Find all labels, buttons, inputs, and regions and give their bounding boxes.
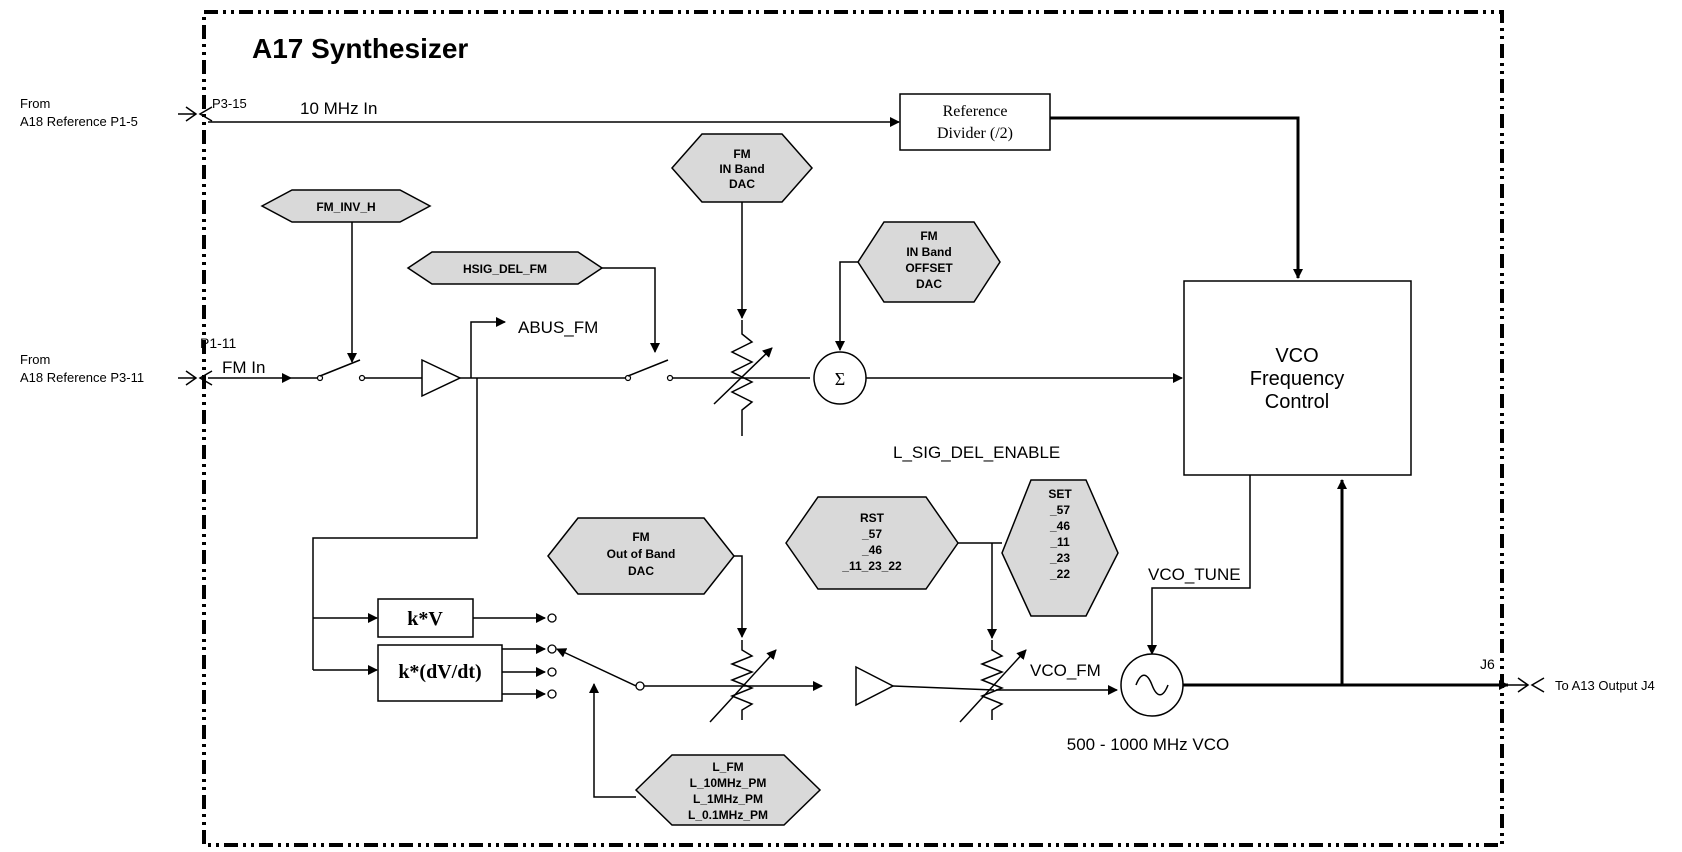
rst-line1: RST (860, 511, 885, 525)
reference-divider-line2: Divider (/2) (937, 125, 1013, 142)
fm-offset-dac-line1: FM (920, 229, 937, 243)
fm-mode-line4: L_0.1MHz_PM (688, 808, 768, 822)
vco-tune-line (1147, 475, 1251, 655)
fm-out-of-band-control-line (734, 555, 747, 638)
mode-select-terminals-icon (473, 613, 557, 699)
fm-offset-dac-control-line (835, 261, 858, 351)
vco-ctrl-line2: Frequency (1250, 368, 1345, 390)
fm-out-of-band-line2: Out of Band (607, 547, 676, 561)
mode-select-switch-icon (556, 648, 645, 691)
fm-in-pin-label: P1-11 (200, 335, 237, 351)
fm-in-connector-icon (178, 370, 213, 386)
rst-line2: _57 (861, 527, 882, 541)
fm-in-band-offset-dac-control (857, 221, 1001, 303)
rst-line3: _46 (861, 543, 882, 557)
ref-in-source-label: A18 Reference P1-5 (20, 114, 138, 129)
summing-junction-symbol: Σ (835, 369, 845, 389)
rst-line4: _11_23_22 (841, 559, 902, 573)
l-sig-del-enable-label: L_SIG_DEL_ENABLE (893, 443, 1060, 462)
fm-in-band-dac-line3: DAC (729, 177, 755, 191)
kv-block (377, 598, 474, 638)
set-line6: _22 (1049, 567, 1070, 581)
out-of-band-potentiometer-icon (709, 640, 777, 723)
ref-in-pin-label: P3-15 (212, 96, 247, 111)
set-line1: SET (1048, 487, 1072, 501)
reference-divider-box (899, 93, 1051, 151)
kdvdt-block (377, 644, 503, 702)
vco-range-label: 500 - 1000 MHz VCO (1067, 735, 1230, 754)
fm-in-signal-label: FM In (222, 358, 265, 377)
fm-offset-dac-line4: DAC (916, 277, 942, 291)
abus-fm-label: ABUS_FM (518, 318, 598, 337)
fm-offset-dac-line3: OFFSET (905, 261, 953, 275)
fm-in-band-dac-line1: FM (733, 147, 750, 161)
fm-inv-h-label: FM_INV_H (316, 200, 375, 214)
set-line5: _23 (1049, 551, 1070, 565)
fm-mode-line2: L_10MHz_PM (690, 776, 767, 790)
fm-in-from-label: From (20, 352, 50, 367)
divider-to-vco-ctrl-line (1050, 116, 1303, 279)
kv-label: k*V (407, 608, 443, 630)
synthesizer-boundary (202, 10, 1504, 847)
fm-out-of-band-line1: FM (632, 530, 649, 544)
driver-out-line (892, 685, 995, 691)
fm-out-of-band-line3: DAC (628, 564, 654, 578)
set-control (1001, 479, 1119, 617)
diagram-title: A17 Synthesizer (252, 33, 468, 64)
fm-mode-control (634, 754, 822, 826)
vco-ctrl-line1: VCO (1275, 345, 1318, 367)
output-connector-icon (1508, 677, 1545, 693)
ref-in-from-label: From (20, 96, 50, 111)
fm-in-band-dac-control (670, 133, 814, 203)
set-line3: _46 (1049, 519, 1070, 533)
signal-delay-switch-icon (624, 359, 674, 382)
ref-in-connector-icon (178, 106, 213, 122)
vco-fm-label: VCO_FM (1030, 661, 1101, 680)
fm-buffer-amplifier-icon (421, 358, 462, 398)
sine-wave-icon (1135, 674, 1169, 696)
fm-mode-line3: L_1MHz_PM (693, 792, 763, 806)
in-band-potentiometer-icon (713, 320, 773, 436)
abus-fm-tap-line (470, 317, 506, 378)
output-pin-label: J6 (1480, 656, 1495, 672)
vco-frequency-control-box (1183, 280, 1412, 476)
set-line2: _57 (1049, 503, 1070, 517)
fm-inv-h-control (260, 189, 432, 223)
hsig-del-fm-label: HSIG_DEL_FM (463, 262, 547, 276)
vco-fm-driver-amplifier-icon (855, 665, 895, 707)
fm-offset-dac-line2: IN Band (906, 245, 951, 259)
fm-in-band-dac-line2: IN Band (719, 162, 764, 176)
output-dest-label: To A13 Output J4 (1555, 678, 1655, 693)
mode-select-control-line (589, 683, 636, 798)
vco-fm-potentiometer-icon (959, 640, 1027, 723)
vco-tune-label: VCO_TUNE (1148, 565, 1241, 584)
ref-in-signal-label: 10 MHz In (300, 99, 377, 118)
fm-mode-line1: L_FM (712, 760, 743, 774)
vco-ctrl-line3: Control (1265, 391, 1329, 413)
fm-invert-switch-icon (316, 359, 366, 382)
fm-in-source-label: A18 Reference P3-11 (20, 370, 144, 385)
set-line4: _11 (1049, 535, 1070, 549)
kdvdt-label: k*(dV/dt) (398, 661, 481, 683)
hsig-del-fm-control-line (602, 267, 660, 353)
reference-divider-line1: Reference (943, 103, 1008, 120)
buffer-to-lower-path-line (312, 378, 478, 670)
